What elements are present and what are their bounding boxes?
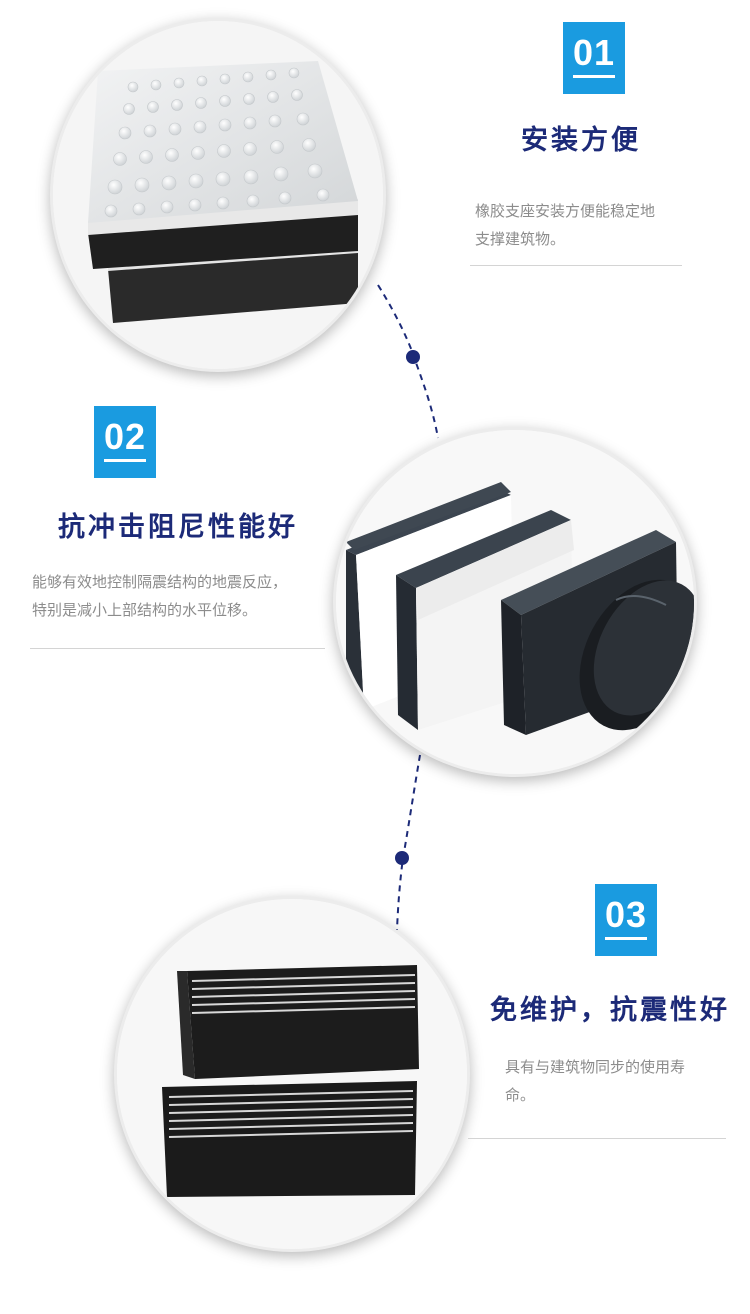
feature-03-description-line: 具有与建筑物同步的使用寿 bbox=[505, 1058, 686, 1076]
feature-02-number: 02 bbox=[103, 417, 147, 462]
feature-03-description-line: 命。 bbox=[505, 1086, 536, 1104]
feature-02-number-badge: 02 bbox=[94, 406, 156, 478]
feature-03-number-badge: 03 bbox=[595, 884, 657, 956]
connector-dot bbox=[395, 851, 409, 865]
feature-01-divider bbox=[470, 265, 682, 266]
feature-03-divider bbox=[468, 1138, 726, 1139]
feature-01-description-line: 橡胶支座安装方便能稳定地 bbox=[475, 202, 656, 220]
feature-02-image bbox=[333, 427, 697, 777]
feature-02-title: 抗冲击阻尼性能好 bbox=[58, 512, 298, 543]
connector-dot bbox=[406, 350, 420, 364]
rubber-bearing-pad-icon bbox=[53, 21, 383, 369]
feature-03-title: 免维护，抗震性好 bbox=[490, 995, 730, 1026]
feature-03-image bbox=[114, 896, 470, 1252]
feature-03-number: 03 bbox=[604, 895, 648, 940]
feature-01-number: 01 bbox=[572, 33, 616, 78]
connector-dashed-line bbox=[396, 754, 421, 931]
laminated-bearing-icon bbox=[117, 899, 467, 1249]
feature-01-image bbox=[50, 18, 386, 372]
feature-02-description-line: 特别是减小上部结构的水平位移。 bbox=[32, 601, 258, 619]
rubber-blocks-icon bbox=[336, 430, 694, 774]
feature-01-description-line: 支撑建筑物。 bbox=[475, 230, 566, 248]
feature-02-description-line: 能够有效地控制隔震结构的地震反应， bbox=[32, 573, 288, 591]
feature-03-description: 具有与建筑物同步的使用寿 命。 bbox=[505, 1053, 685, 1109]
feature-01-number-badge: 01 bbox=[563, 22, 625, 94]
connector-dashed-line bbox=[377, 284, 439, 439]
feature-02-divider bbox=[30, 648, 325, 649]
feature-01-description: 橡胶支座安装方便能稳定地 支撑建筑物。 bbox=[475, 197, 655, 253]
feature-01-title: 安装方便 bbox=[521, 125, 641, 156]
feature-02-description: 能够有效地控制隔震结构的地震反应， 特别是减小上部结构的水平位移。 bbox=[32, 568, 287, 624]
